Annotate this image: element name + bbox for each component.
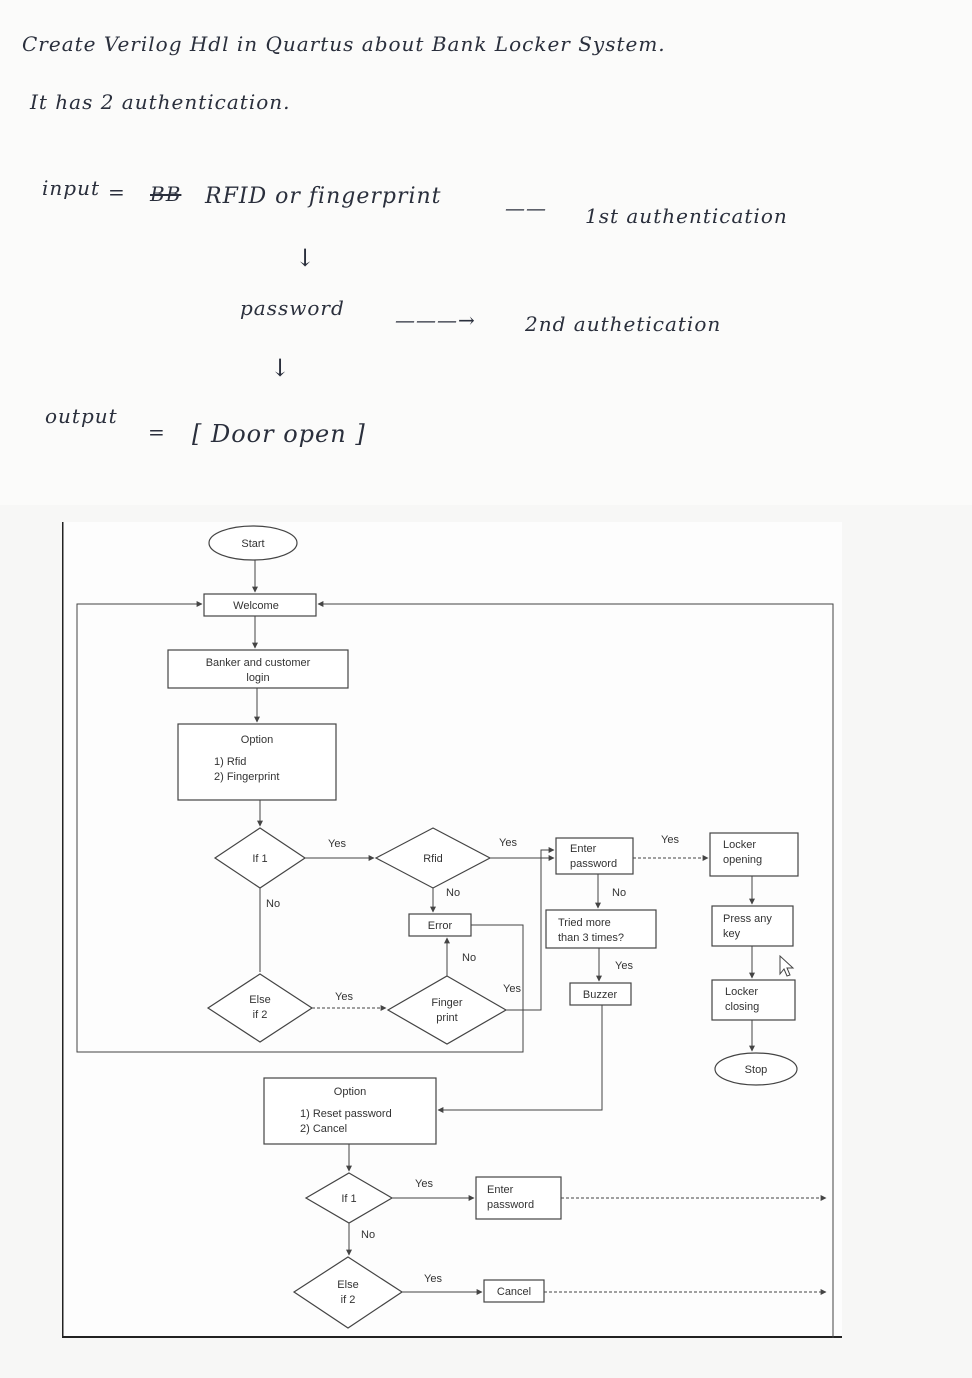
cancel-label: Cancel [497, 1286, 531, 1298]
second-auth-label: 2nd authetication [525, 312, 722, 336]
tried-more-node: Tried more than 3 times? [545, 909, 657, 949]
output-equals: = [148, 420, 166, 444]
if1b-label: If 1 [341, 1193, 356, 1205]
option1-item-fingerprint: 2) Fingerprint [214, 771, 279, 783]
locker-closing-line1: Locker [725, 986, 758, 998]
fingerprint-line2: print [436, 1012, 457, 1024]
label-no-if1b: No [361, 1229, 375, 1241]
edge-right-loop-welcome [317, 601, 834, 1338]
first-auth-arrow: —— [505, 196, 547, 220]
label-yes-password: Yes [661, 834, 679, 846]
buzzer-label: Buzzer [583, 989, 618, 1001]
option2-item-cancel: 2) Cancel [300, 1123, 347, 1135]
login-node: Banker and customer login [167, 649, 349, 689]
second-auth-arrow: ———→ [395, 308, 476, 332]
label-yes-finger: Yes [503, 983, 521, 995]
option1-title: Option [241, 734, 273, 746]
start-label: Start [241, 538, 264, 550]
locker-opening-line2: opening [723, 854, 762, 866]
label-no-password: No [612, 887, 626, 899]
enter-password-1-line2: password [570, 858, 617, 870]
fingerprint-line1: Finger [431, 997, 463, 1009]
login-label-1: Banker and customer [206, 657, 311, 669]
option1-item-rfid: 1) Rfid [214, 756, 246, 768]
handwritten-notes: Create Verilog Hdl in Quartus about Bank… [0, 0, 972, 505]
flowchart-photo: Start Welcome Banker and customer login … [62, 522, 842, 1338]
else-if2-line1: Else [249, 994, 270, 1006]
error-node: Error [408, 913, 472, 937]
else-if2b-line1: Else [337, 1279, 358, 1291]
enter-password-2-line2: password [487, 1199, 534, 1211]
enter-password-1-line1: Enter [570, 843, 597, 855]
option2-item-reset: 1) Reset password [300, 1108, 392, 1120]
stop-node: Stop [714, 1052, 798, 1086]
label-yes-elseif2b: Yes [424, 1273, 442, 1285]
edge-labels: Yes No Yes No Yes No Yes No Yes Yes Yes … [266, 834, 679, 1285]
if1-label: If 1 [252, 853, 267, 865]
label-no-finger: No [462, 952, 476, 964]
error-label: Error [428, 920, 453, 932]
enter-password-node-1: Enter password [555, 837, 634, 875]
edge-buzzer-option2 [437, 1005, 603, 1113]
output-label: output [45, 404, 118, 428]
rfid-decision: Rfid [374, 827, 492, 889]
start-node: Start [208, 525, 298, 561]
input-value: RFID or fingerprint [205, 184, 442, 209]
press-any-key-node: Press any key [711, 905, 794, 947]
label-yes-if1: Yes [328, 838, 346, 850]
tried-more-line1: Tried more [558, 917, 611, 929]
option2-title: Option [334, 1086, 366, 1098]
fingerprint-decision: Finger print [386, 975, 508, 1045]
note-line-1: Create Verilog Hdl in Quartus about Bank… [22, 32, 666, 56]
label-no-if1: No [266, 898, 280, 910]
welcome-label: Welcome [233, 600, 279, 612]
note-line-2: It has 2 authentication. [30, 90, 291, 114]
input-equals: = [108, 180, 126, 204]
label-yes-rfid: Yes [499, 837, 517, 849]
else-if2-line2: if 2 [253, 1009, 268, 1021]
label-no-rfid: No [446, 887, 460, 899]
down-arrow-1: ↓ [295, 244, 317, 272]
output-value: [ Door open ] [192, 420, 366, 448]
input-struck-text: BB [150, 182, 182, 206]
down-arrow-2: ↓ [270, 354, 292, 382]
option1-node: Option 1) Rfid 2) Fingerprint [177, 723, 337, 801]
cursor-icon [779, 954, 795, 977]
label-yes-elseif2: Yes [335, 991, 353, 1003]
enter-password-2-line1: Enter [487, 1184, 514, 1196]
locker-closing-node: Locker closing [711, 979, 796, 1021]
rfid-label: Rfid [423, 853, 443, 865]
input-label: input [42, 176, 100, 200]
cancel-node: Cancel [483, 1279, 545, 1303]
option2-node: Option 1) Reset password 2) Cancel [263, 1077, 437, 1145]
locker-opening-line1: Locker [723, 839, 756, 851]
buzzer-node: Buzzer [569, 982, 632, 1006]
else-if2b-line2: if 2 [341, 1294, 356, 1306]
if1-decision: If 1 [213, 827, 307, 889]
tried-more-line2: than 3 times? [558, 932, 624, 944]
enter-password-node-2: Enter password [475, 1176, 562, 1220]
first-auth-label: 1st authentication [585, 204, 788, 228]
else-if2-decision: Else if 2 [206, 973, 314, 1043]
flowchart-edges [76, 560, 834, 1338]
press-any-key-line1: Press any [723, 913, 772, 925]
welcome-node: Welcome [203, 593, 317, 617]
press-any-key-line2: key [723, 928, 741, 940]
label-yes-if1b: Yes [415, 1178, 433, 1190]
locker-closing-line2: closing [725, 1001, 759, 1013]
locker-opening-node: Locker opening [709, 832, 799, 877]
password-note: password [240, 296, 345, 320]
else-if2b-decision: Else if 2 [292, 1256, 404, 1329]
stop-label: Stop [745, 1064, 768, 1076]
label-yes-tried: Yes [615, 960, 633, 972]
login-label-2: login [246, 672, 269, 684]
edge-error-loop-welcome [76, 601, 524, 1053]
